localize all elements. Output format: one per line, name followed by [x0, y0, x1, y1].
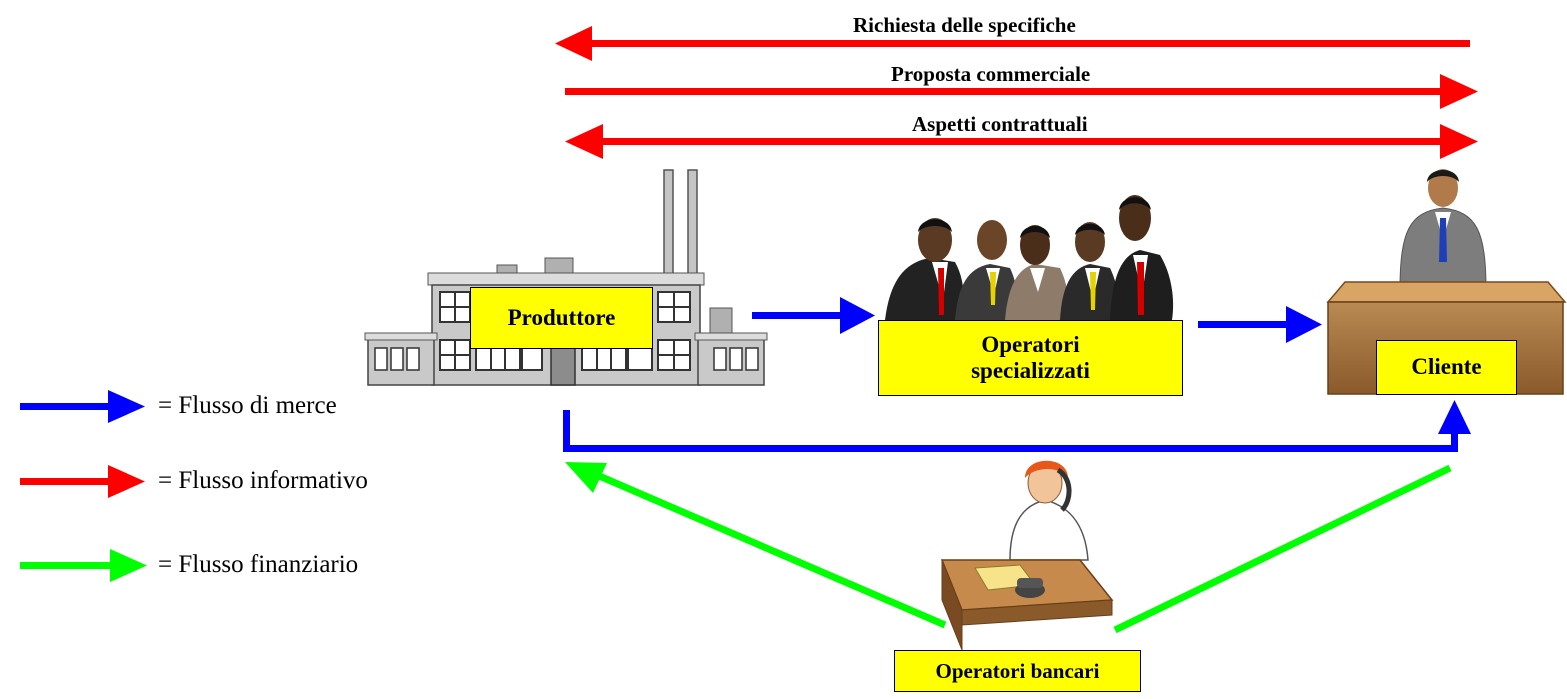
- legend-label-finanziario: = Flusso finanziario: [158, 551, 359, 578]
- node-produttore: Produttore: [470, 287, 653, 349]
- legend-arrow-informativo: [20, 465, 145, 498]
- factory-icon: [364, 169, 768, 386]
- bank-operator-phone-icon: [940, 460, 1114, 651]
- flow-operatori-cliente-arrow: [1198, 306, 1322, 343]
- flow-label-aspetti: Aspetti contrattuali: [908, 112, 1092, 137]
- flow-label-richiesta: Richiesta delle specifiche: [850, 13, 1079, 38]
- node-operatori-specializzati: Operatori specializzati: [878, 320, 1183, 396]
- legend-label-merce: = Flusso di merce: [158, 392, 337, 419]
- legend-label-informativo: = Flusso informativo: [158, 467, 368, 494]
- legend-arrow-finanziario: [20, 549, 147, 582]
- flow-produttore-cliente-arrow: [563, 400, 1471, 452]
- flow-aspetti-arrow: [565, 124, 1478, 159]
- node-cliente: Cliente: [1376, 340, 1517, 395]
- flow-produttore-operatori-arrow: [752, 297, 875, 334]
- flow-cliente-bancari-arrow: [1113, 464, 1452, 634]
- flow-bancari-produttore-arrow: [565, 462, 947, 629]
- flow-label-proposta: Proposta commerciale: [888, 62, 1094, 87]
- flow-proposta-arrow: [565, 74, 1478, 109]
- flow-richiesta-arrow: [555, 26, 1470, 61]
- business-people-icon: [885, 195, 1174, 320]
- node-operatori-bancari: Operatori bancari: [894, 650, 1141, 692]
- legend-arrow-merce: [20, 390, 145, 423]
